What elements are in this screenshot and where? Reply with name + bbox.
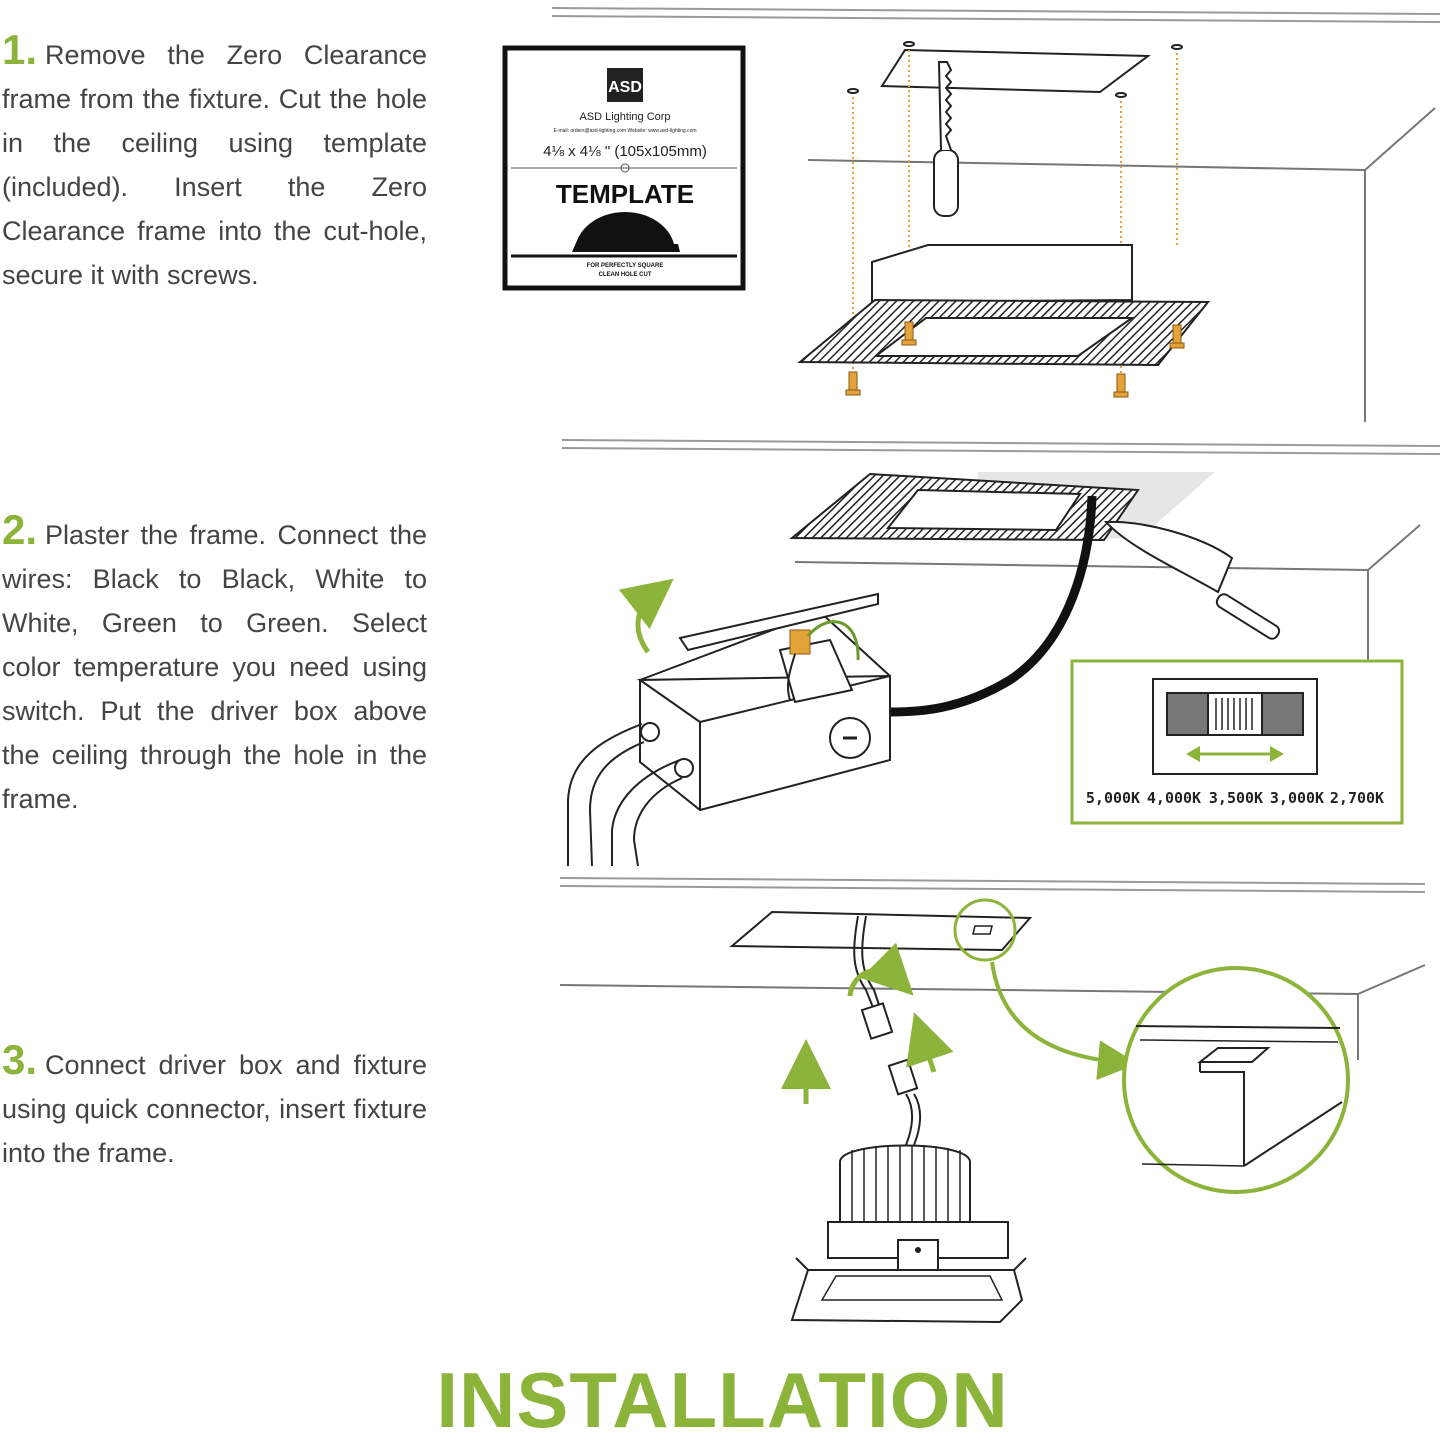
screw-icon <box>1169 324 1185 349</box>
asd-logo-icon <box>607 68 643 102</box>
arrow-left-icon <box>1186 746 1200 762</box>
switch-label-2700k: 2,700K <box>1330 789 1384 807</box>
quick-connector <box>853 915 921 1146</box>
template-title: TEMPLATE <box>556 179 694 209</box>
arrow-right-icon <box>1270 746 1284 762</box>
step-3-text: Connect driver box and fixture using qui… <box>2 1050 427 1168</box>
template-caption-2: CLEAN HOLE CUT <box>599 272 652 278</box>
up-arrow-right-icon <box>906 1012 954 1073</box>
wire-connector-icon <box>789 629 811 655</box>
step-1-number: 1. <box>2 26 38 73</box>
ceiling-cutout <box>880 48 1151 217</box>
driver-plate <box>729 910 1033 952</box>
detail-arrow-icon <box>990 961 1138 1081</box>
connect-arrow-icon <box>847 942 914 997</box>
template-caption-1: FOR PERFECTLY SQUARE <box>587 263 664 269</box>
switch-label-3500k: 3,500K <box>1209 789 1263 807</box>
template-company: ASD Lighting Corp <box>579 111 670 123</box>
jigsaw-icon <box>933 149 959 217</box>
step-2: 2.Plaster the frame. Connect the wires: … <box>2 508 427 821</box>
driver-box <box>636 592 891 812</box>
template-logo: ASD <box>608 79 642 96</box>
installation-title: INSTALLATION <box>436 1356 1009 1444</box>
panel-1-ceiling <box>551 7 1441 422</box>
zero-clearance-frame <box>797 244 1211 367</box>
template-contact: E-mail: orders@asd-lighting.com Website:… <box>553 128 696 134</box>
switch-label-4000k: 4,000K <box>1147 789 1201 807</box>
step-2-text: Plaster the frame. Connect the wires: Bl… <box>2 520 427 814</box>
step-1: 1.Remove the Zero Clearance frame from t… <box>2 28 427 297</box>
step-1-text: Remove the Zero Clearance frame from the… <box>2 40 427 290</box>
switch-label-3000k: 3,000K <box>1270 789 1324 807</box>
driver-cable <box>889 495 1097 717</box>
driver-box-lid <box>678 592 879 652</box>
detail-marker <box>953 898 1017 962</box>
step-2-number: 2. <box>2 506 38 553</box>
switch-slider <box>1207 692 1263 736</box>
lift-arrow-icon <box>618 578 674 654</box>
conduits <box>567 722 694 867</box>
cct-switch-callout: 5,000K 4,000K 3,500K 3,000K 2,700K <box>1070 659 1404 825</box>
screw-icon <box>901 321 917 346</box>
zoom-detail <box>1122 966 1350 1194</box>
template-card: ASD ASD Lighting Corp E-mail: orders@asd… <box>502 45 746 291</box>
switch-label-5000k: 5,000K <box>1086 789 1140 807</box>
template-size: 4⅛ x 4⅛ " (105x105mm) <box>543 143 707 160</box>
trowel-icon <box>1103 520 1281 640</box>
screw-icon <box>845 371 861 396</box>
screw-icon <box>1113 373 1129 398</box>
step-3-number: 3. <box>2 1036 38 1083</box>
step-3: 3.Connect driver box and fixture using q… <box>2 1038 427 1175</box>
recessed-fixture <box>790 1144 1027 1324</box>
screws <box>845 321 1185 398</box>
